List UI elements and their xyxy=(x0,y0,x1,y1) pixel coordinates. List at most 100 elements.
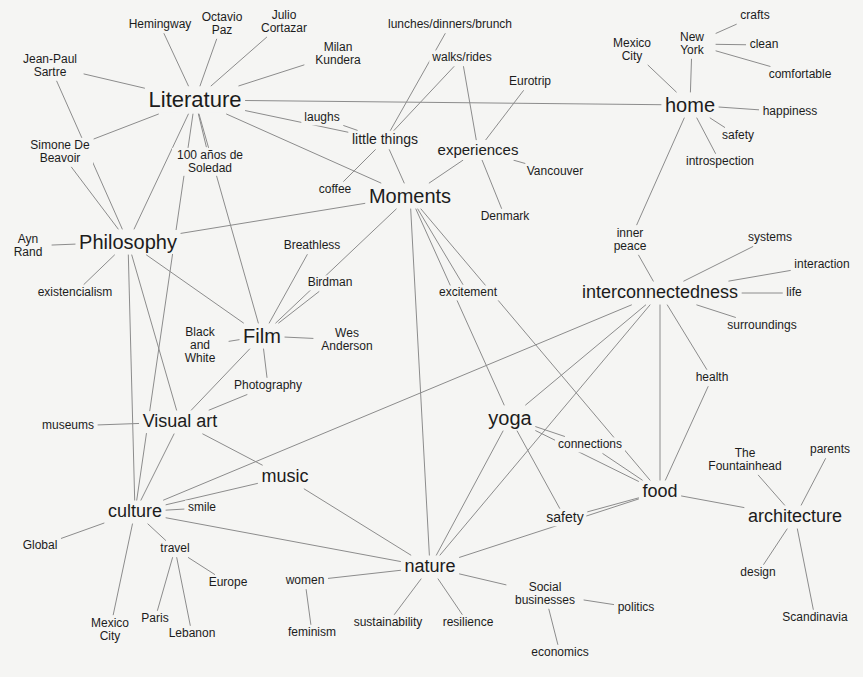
word-text: Mexico City xyxy=(85,617,135,643)
word-text: Wes Anderson xyxy=(317,327,377,353)
mind-map-word: home xyxy=(662,93,718,117)
mind-map-word: safety xyxy=(719,128,757,143)
mind-map-word: walks/rides xyxy=(429,50,494,65)
sketch-line xyxy=(344,126,358,131)
mind-map-word: culture xyxy=(105,501,165,523)
word-text: existencialism xyxy=(38,286,113,299)
word-text: lunches/dinners/brunch xyxy=(388,18,512,31)
word-text: health xyxy=(696,371,729,384)
mind-map-word: experiences xyxy=(435,141,522,160)
sketch-line xyxy=(482,160,501,208)
sketch-line xyxy=(418,209,463,284)
mind-map-word: health xyxy=(693,370,732,385)
word-text: systems xyxy=(748,231,792,244)
mind-map-word: inner peace xyxy=(602,226,658,254)
sketch-line xyxy=(390,34,445,131)
sketch-line xyxy=(128,255,134,500)
sketch-line xyxy=(147,255,244,323)
word-text: music xyxy=(261,467,308,487)
sketch-line xyxy=(710,118,725,127)
sketch-line xyxy=(719,107,759,110)
word-text: New York xyxy=(672,31,712,57)
sketch-line xyxy=(269,255,307,323)
word-text: clean xyxy=(750,38,779,51)
sketch-line xyxy=(209,395,247,411)
sketch-line xyxy=(716,51,770,67)
word-text: Julio Cortazar xyxy=(254,9,314,35)
sketch-line xyxy=(394,579,421,615)
sketch-line xyxy=(389,150,404,183)
sketch-line xyxy=(517,431,560,508)
mind-map-word: yoga xyxy=(485,406,534,430)
word-text: food xyxy=(642,482,677,502)
sketch-line xyxy=(697,305,736,318)
word-text: Literature xyxy=(149,88,242,112)
word-text: Denmark xyxy=(481,210,530,223)
word-text: economics xyxy=(531,646,588,659)
sketch-line xyxy=(132,255,177,410)
mind-map-word: Lebanon xyxy=(166,626,219,641)
mind-map-word: nature xyxy=(401,556,458,578)
word-text: Scandinavia xyxy=(782,611,847,624)
sketch-line xyxy=(549,609,558,644)
word-text: safety xyxy=(546,510,583,525)
mind-map-word: excitement xyxy=(436,285,500,300)
mind-map-word: Julio Cortazar xyxy=(251,8,317,36)
word-text: Vancouver xyxy=(527,165,583,178)
mind-map-word: resilience xyxy=(440,615,497,630)
word-text: Eurotrip xyxy=(509,75,551,88)
sketch-line xyxy=(264,349,267,377)
word-text: travel xyxy=(160,542,189,555)
sketch-line xyxy=(164,34,188,86)
word-text: life xyxy=(786,286,801,299)
mind-map-word: sustainability xyxy=(351,615,426,630)
sketch-line xyxy=(648,65,676,92)
word-text: little things xyxy=(352,132,418,147)
word-text: resilience xyxy=(443,616,494,629)
mind-map-word: Eurotrip xyxy=(506,74,554,89)
mind-map-word: smile xyxy=(185,500,219,515)
word-text: introspection xyxy=(686,155,754,168)
sketch-line xyxy=(285,337,313,338)
sketch-line xyxy=(203,434,263,465)
sketch-line xyxy=(148,524,166,541)
sketch-line xyxy=(584,600,614,605)
mind-map-word: life xyxy=(783,285,804,300)
sketch-line xyxy=(164,305,632,500)
word-text: surroundings xyxy=(727,319,796,332)
word-text: Lebanon xyxy=(169,627,216,640)
mind-map-word: women xyxy=(283,573,328,588)
sketch-line xyxy=(157,558,172,611)
sketch-line xyxy=(440,305,650,555)
mind-map-word: design xyxy=(737,565,778,580)
mind-map-word: Visual art xyxy=(140,411,221,433)
mind-map-word: little things xyxy=(349,131,421,148)
mind-map-word: music xyxy=(258,466,311,488)
mind-map-word: laughs xyxy=(301,110,342,125)
word-text: Birdman xyxy=(308,276,353,289)
mind-map-word: systems xyxy=(745,230,795,245)
sketch-line xyxy=(536,427,565,437)
word-text: The Fountainhead xyxy=(705,447,785,473)
mind-map-word: coffee xyxy=(316,182,354,197)
mind-map-word: Hemingway xyxy=(126,17,195,32)
word-text: nature xyxy=(404,557,455,577)
word-text: Social businesses xyxy=(510,581,580,607)
word-text: safety xyxy=(722,129,754,142)
sketch-line xyxy=(697,118,716,153)
word-text: Moments xyxy=(369,185,451,207)
word-text: feminism xyxy=(288,626,336,639)
mind-map-word: safety xyxy=(543,509,586,526)
word-text: interconnectedness xyxy=(582,283,738,303)
mind-map-word: Mexico City xyxy=(82,616,138,644)
sketch-line xyxy=(141,434,174,500)
mind-map-word: Moments xyxy=(366,184,454,208)
word-text: Paris xyxy=(141,612,168,625)
sketch-line xyxy=(61,523,104,538)
word-text: crafts xyxy=(740,9,769,22)
word-text: Milan Kundera xyxy=(308,41,368,67)
mind-map-word: Breathless xyxy=(281,238,344,253)
mind-map-word: Global xyxy=(20,538,61,553)
word-text: coffee xyxy=(319,183,351,196)
sketch-line xyxy=(177,558,191,626)
